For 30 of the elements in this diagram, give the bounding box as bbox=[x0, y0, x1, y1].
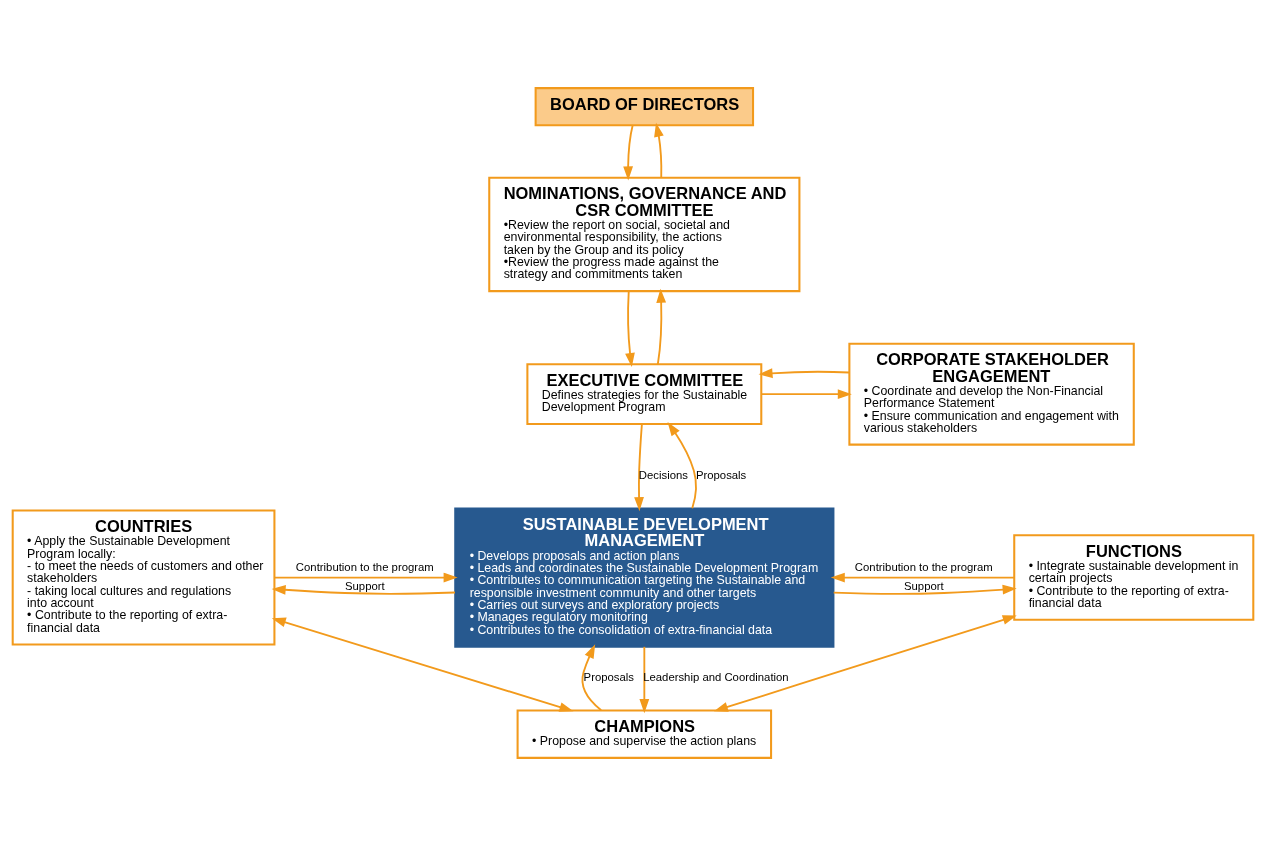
arrow bbox=[625, 290, 635, 367]
arrow bbox=[667, 421, 697, 509]
node-box: SUSTAINABLE DEVELOPMENT MANAGEMENT • Develops proposals and action plans • Leads and coordinates the Sustainable Development Program • Contributes to communication targeting the Sustainable and responsible investment community and other targets • Carries out surveys and exploratory projects • Manages regulatory monitoring • Contributes to the consolidation of extra-financial data bbox=[454, 507, 835, 648]
edge-label: Contribution to the program bbox=[295, 560, 434, 573]
node-box: BOARD OF DIRECTORS bbox=[534, 86, 755, 126]
arrow bbox=[639, 645, 650, 713]
arrow bbox=[654, 122, 664, 179]
node-box: EXECUTIVE COMMITTEE Defines strategies for the Sustainable Development Program bbox=[526, 362, 763, 425]
edge-label: Contribution to the program bbox=[854, 560, 993, 573]
edge-label: Support bbox=[345, 579, 385, 592]
arrow bbox=[656, 288, 667, 365]
arrow bbox=[830, 572, 1015, 582]
arrow bbox=[581, 643, 603, 711]
arrow bbox=[271, 584, 456, 595]
arrow bbox=[713, 614, 1017, 712]
node-box: CHAMPIONS • Propose and supervise the action plans bbox=[516, 708, 773, 759]
edge-label: Proposals bbox=[583, 670, 634, 683]
node-box: FUNCTIONS • Integrate sustainable development in certain projects • Contribute to the reporting of extra-financial data bbox=[1013, 533, 1255, 621]
node-box: NOMINATIONS, GOVERNANCE AND CSR COMMITTEE •Review the report on social, societal and environmental responsibility, the actions taken by the Group and its policy •Review the progress made against the strategy and commitments taken bbox=[488, 176, 801, 292]
edge-label: Proposals bbox=[695, 468, 747, 481]
arrow bbox=[271, 617, 574, 712]
arrow bbox=[623, 124, 634, 180]
arrow bbox=[273, 572, 458, 582]
arrow bbox=[832, 584, 1017, 595]
arrow bbox=[758, 367, 850, 378]
node-box: COUNTRIES • Apply the Sustainable Development Program locally: - to meet the needs of customers and other stakeholders - taking local cultures and regulations into account • Contribute to the reporting of extra-financial data bbox=[11, 509, 276, 646]
node-box: CORPORATE STAKEHOLDER ENGAGEMENT • Coordinate and develop the Non-Financial Performance Statement • Ensure communication and engagement with various stakeholders bbox=[848, 342, 1135, 446]
edge-label: Support bbox=[903, 579, 944, 592]
arrow bbox=[634, 422, 644, 511]
arrow bbox=[760, 388, 852, 399]
